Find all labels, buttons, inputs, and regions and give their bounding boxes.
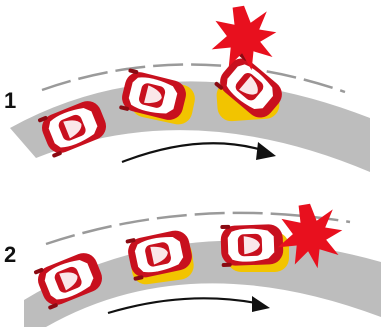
direction-arrow-icon [122, 143, 262, 162]
panel-label: 1 [4, 88, 16, 113]
direction-arrow-icon [108, 298, 256, 313]
arrowhead-icon [252, 296, 270, 312]
panel-1: 1 [4, 6, 370, 172]
panel-label: 2 [4, 242, 16, 267]
arrowhead-icon [256, 142, 276, 160]
car-icon [220, 223, 283, 267]
panel-2: 2 [4, 204, 381, 327]
